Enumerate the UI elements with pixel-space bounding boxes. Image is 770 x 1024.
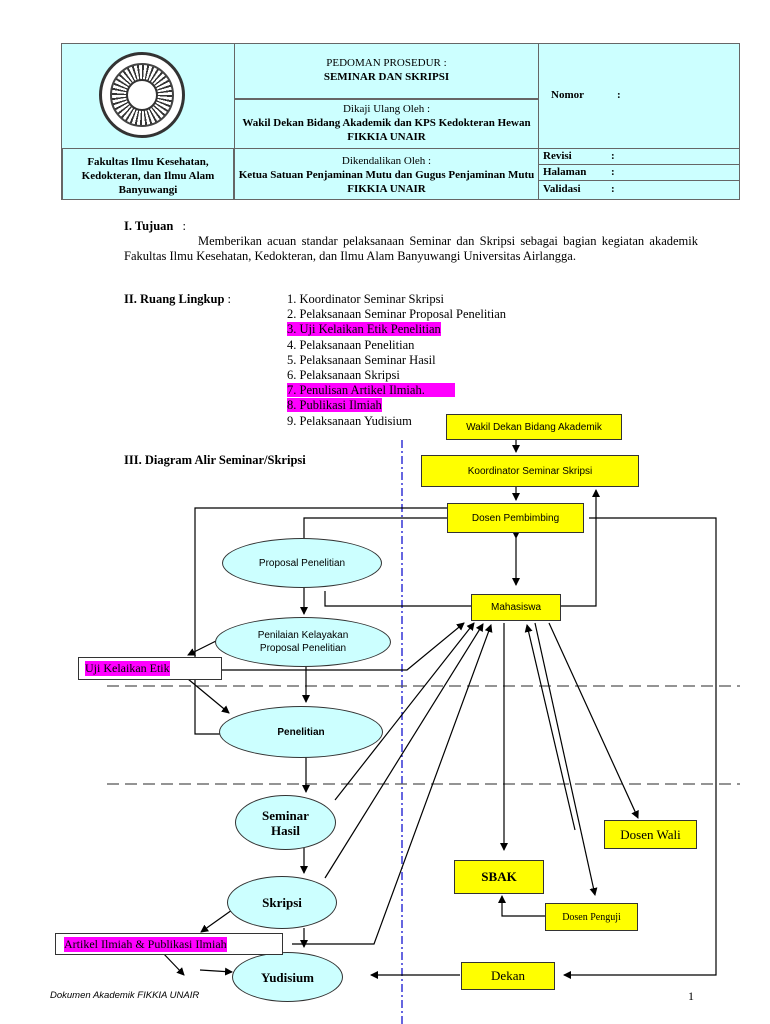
node-skripsi: Skripsi [227, 876, 337, 929]
procedure-title-cell: PEDOMAN PROSEDUR : SEMINAR DAN SKRIPSI [234, 43, 539, 99]
artikel-publikasi-label: Artikel Ilmiah & Publikasi Ilmiah [64, 936, 227, 952]
procedure-title: SEMINAR DAN SKRIPSI [323, 71, 450, 83]
controlled-cell: Dikendalikan Oleh : Ketua Satuan Penjami… [234, 148, 539, 200]
procedure-label: PEDOMAN PROSEDUR : [326, 57, 447, 69]
tujuan-colon: : [182, 219, 186, 233]
university-logo-icon [99, 52, 185, 138]
scope-item-text: 7. Penulisan Artikel Ilmiah. [287, 383, 455, 398]
node-dosen-wali: Dosen Wali [604, 820, 697, 849]
scope-item-text: 8. Publikasi Ilmiah [287, 398, 382, 413]
validasi-label: Validasi [543, 183, 581, 195]
node-sbak: SBAK [454, 860, 544, 894]
tujuan-body: Memberikan acuan standar pelaksanaan Sem… [124, 234, 698, 263]
node-penelitian: Penelitian [219, 706, 383, 758]
scope-item-text: 5. Pelaksanaan Seminar Hasil [287, 352, 436, 367]
tujuan-heading-row: I. Tujuan : [124, 219, 186, 234]
controlled-label: Dikendalikan Oleh : [341, 155, 432, 167]
faculty-name: Fakultas Ilmu Kesehatan, Kedokteran, dan… [62, 148, 234, 200]
diagram-heading: III. Diagram Alir Seminar/Skripsi [124, 453, 306, 467]
node-dosen-pembimbing: Dosen Pembimbing [447, 503, 584, 533]
reviewed-by: Wakil Dekan Bidang Akademik dan KPS Kedo… [242, 117, 531, 143]
node-proposal-penelitian: Proposal Penelitian [222, 538, 382, 588]
scope-item: 4. Pelaksanaan Penelitian [287, 338, 506, 353]
scope-item: 3. Uji Kelaikan Etik Penelitian [287, 322, 506, 337]
scope-item: 1. Koordinator Seminar Skripsi [287, 292, 506, 307]
scope-item-text: 3. Uji Kelaikan Etik Penelitian [287, 322, 441, 337]
node-koordinator: Koordinator Seminar Skripsi [421, 455, 639, 487]
nomor-label: Nomor [551, 89, 584, 101]
halaman-label: Halaman [543, 166, 587, 178]
scope-item: 8. Publikasi Ilmiah [287, 398, 506, 413]
footer-doc-org: FIKKIA UNAIR [137, 990, 200, 1001]
revisi-label: Revisi [543, 150, 572, 162]
page-number: 1 [688, 989, 694, 1003]
document-header: Fakultas Ilmu Kesehatan, Kedokteran, dan… [61, 43, 740, 200]
node-mahasiswa: Mahasiswa [471, 594, 561, 621]
scope-item-text: 2. Pelaksanaan Seminar Proposal Peneliti… [287, 307, 507, 322]
node-yudisium: Yudisium [232, 952, 343, 1002]
halaman-colon: : [611, 166, 615, 178]
footer-doc-label: Dokumen Akademik FIKKIA UNAIR [50, 990, 199, 1001]
ruang-lingkup-colon: : [227, 292, 232, 306]
scope-list: 1. Koordinator Seminar Skripsi 2. Pelaks… [287, 292, 506, 429]
node-wakil-dekan: Wakil Dekan Bidang Akademik [446, 414, 622, 440]
scope-item-text: 6. Pelaksanaan Skripsi [287, 368, 400, 383]
scope-item-text: 9. Pelaksanaan Yudisium [287, 413, 412, 428]
uji-kelaikan-etik-label: Uji Kelaikan Etik [85, 661, 170, 676]
node-artikel-publikasi: Artikel Ilmiah & Publikasi Ilmiah [55, 933, 283, 955]
ruang-lingkup-heading-row: II. Ruang Lingkup : [124, 292, 231, 307]
scope-item: 7. Penulisan Artikel Ilmiah. [287, 383, 506, 398]
logo-cell [62, 44, 234, 148]
revisi-colon: : [611, 150, 615, 162]
node-penilaian-kelayakan: Penilaian Kelayakan Proposal Penelitian [215, 617, 391, 667]
node-seminar-hasil: Seminar Hasil [235, 795, 336, 850]
validasi-colon: : [611, 183, 615, 195]
node-dekan: Dekan [461, 962, 555, 990]
ruang-lingkup-heading: II. Ruang Lingkup [124, 292, 225, 306]
validasi-row: Validasi : [538, 180, 740, 200]
scope-item-text: 4. Pelaksanaan Penelitian [287, 337, 415, 352]
controlled-by: Ketua Satuan Penjaminan Mutu dan Gugus P… [238, 169, 535, 195]
node-uji-kelaikan-etik: Uji Kelaikan Etik [78, 657, 222, 680]
tujuan-heading: I. Tujuan [124, 219, 174, 233]
scope-item: 6. Pelaksanaan Skripsi [287, 368, 506, 383]
scope-item-text: 1. Koordinator Seminar Skripsi [287, 292, 444, 306]
footer-doc-text: Dokumen Akademik [50, 990, 135, 1001]
scope-item: 9. Pelaksanaan Yudisium [287, 414, 506, 429]
node-dosen-penguji: Dosen Penguji [545, 903, 638, 931]
scope-item: 2. Pelaksanaan Seminar Proposal Peneliti… [287, 307, 506, 322]
nomor-colon: : [617, 89, 621, 101]
scope-item: 5. Pelaksanaan Seminar Hasil [287, 353, 506, 368]
reviewed-label: Dikaji Ulang Oleh : [342, 103, 431, 115]
